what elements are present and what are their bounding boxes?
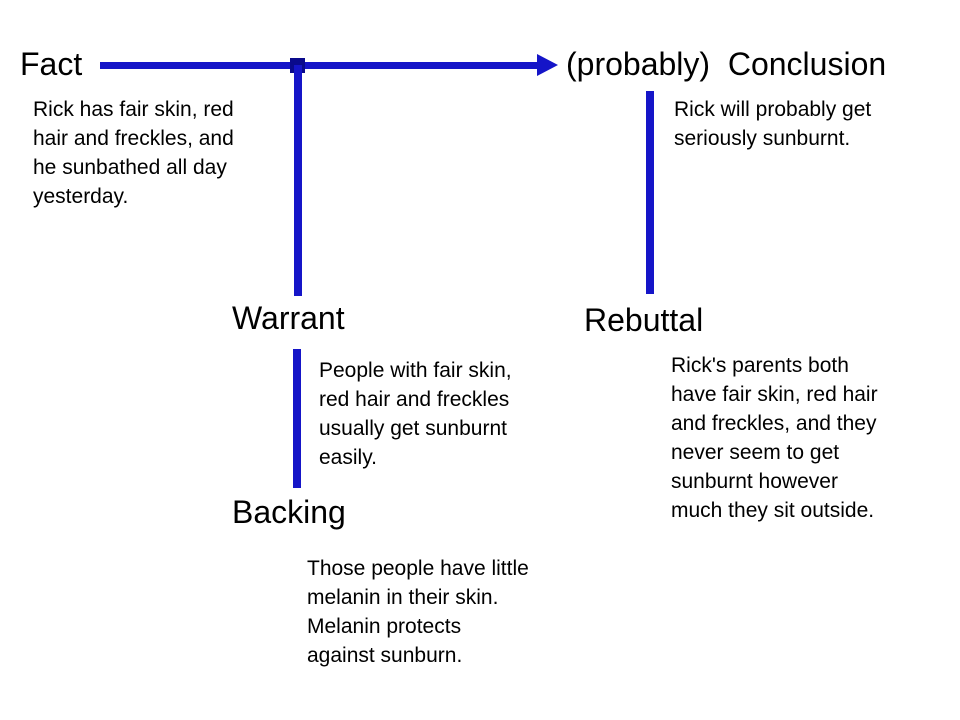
warrant-heading: Warrant	[232, 300, 345, 336]
fact-description: Rick has fair skin, red hair and freckle…	[33, 98, 234, 208]
fact-heading: Fact	[20, 46, 83, 82]
conclusion-heading: (probably) Conclusion	[566, 46, 887, 82]
backing-heading: Backing	[232, 494, 346, 530]
arrowhead-icon	[537, 54, 558, 76]
rebuttal-heading: Rebuttal	[584, 302, 704, 338]
conclusion-to-rebuttal-line	[646, 91, 654, 294]
warrant-description: People with fair skin, red hair and frec…	[319, 359, 512, 469]
backing-description: Those people have little melanin in thei…	[307, 557, 529, 667]
conclusion-description: Rick will probably get seriously sunburn…	[674, 98, 872, 150]
rebuttal-description: Rick's parents both have fair skin, red …	[671, 354, 878, 522]
fact-to-conclusion-arrow-shaft	[100, 62, 540, 69]
arrow-to-warrant-line	[294, 65, 302, 296]
warrant-to-backing-line	[293, 349, 301, 488]
